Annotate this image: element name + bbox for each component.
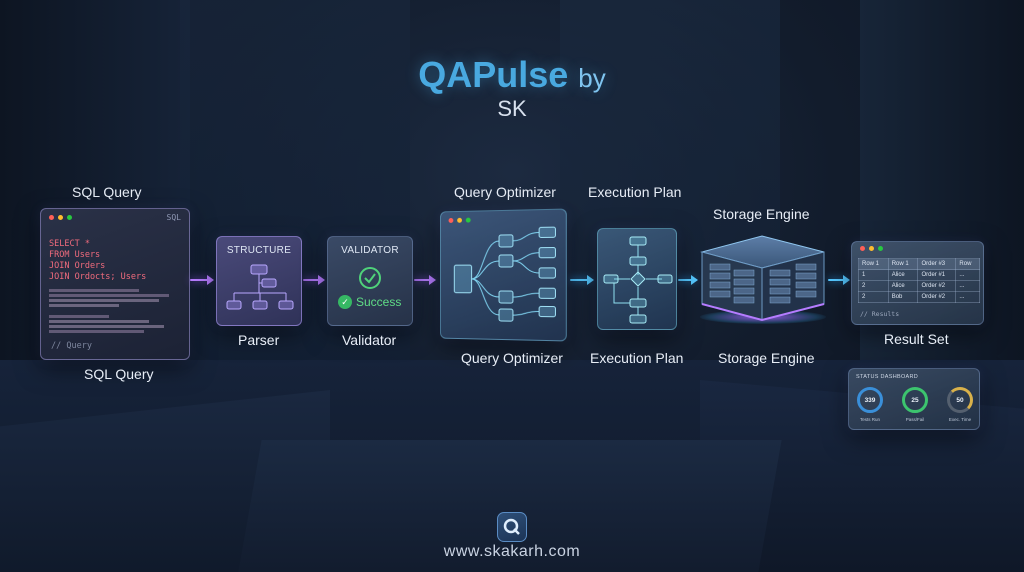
gauge-label: Exec. Time: [940, 417, 980, 422]
maximize-dot-icon: [878, 246, 883, 251]
sql-comment: // Query: [51, 341, 92, 351]
validator-label: Validator: [342, 332, 396, 348]
qapulse-logo-icon: [497, 512, 527, 542]
column-header: Order #3: [918, 259, 956, 270]
window-controls: [860, 246, 883, 251]
website-link[interactable]: www.skakarh.com: [0, 543, 1024, 561]
sql-query-window: SQL SELECT * FROM Users JOIN Orders JOIN…: [40, 208, 190, 360]
success-status: ✓ Success: [338, 295, 401, 309]
result-set-window: Row 1 Row 1 Order #3 Row 1 Alice Order #…: [851, 241, 984, 325]
pass-fail-gauge: 25: [902, 387, 928, 413]
close-dot-icon: [49, 215, 54, 220]
sql-code: SELECT * FROM Users JOIN Orders JOIN Ord…: [49, 239, 146, 283]
tree-diagram-icon: [217, 237, 303, 327]
close-dot-icon: [860, 246, 865, 251]
query-optimizer-panel: [440, 209, 567, 342]
status-dashboard-title: STATUS DASHBOARD: [856, 374, 918, 380]
validator-card: VALIDATOR ✓ Success: [327, 236, 413, 326]
minimize-dot-icon: [869, 246, 874, 251]
sql-query-top-label: SQL Query: [72, 184, 142, 200]
parser-card: STRUCTURE: [216, 236, 302, 326]
table-row: 2 Alice Order #2 ...: [859, 281, 980, 292]
column-header: Row 1: [888, 259, 918, 270]
check-icon: ✓: [338, 295, 352, 309]
window-controls: [49, 215, 72, 220]
arrow-right-icon: [678, 279, 696, 281]
optimizer-bottom-label: Query Optimizer: [461, 350, 563, 366]
result-table: Row 1 Row 1 Order #3 Row 1 Alice Order #…: [858, 258, 980, 303]
storage-engine-bottom-label: Storage Engine: [718, 350, 815, 366]
flowchart-icon: [598, 229, 678, 331]
table-row: 1 Alice Order #1 ...: [859, 270, 980, 281]
arrow-right-icon: [828, 279, 848, 281]
code-line: SELECT *: [49, 239, 146, 250]
arrow-right-icon: [190, 279, 212, 281]
gauge-value: 339: [865, 397, 876, 404]
arrow-right-icon: [303, 279, 323, 281]
table-cell: ...: [956, 281, 980, 292]
arrow-right-icon: [414, 279, 434, 281]
blurred-code-block: [49, 313, 164, 335]
table-cell: Alice: [888, 270, 918, 281]
result-set-label: Result Set: [884, 331, 949, 347]
sql-query-bottom-label: SQL Query: [84, 366, 154, 382]
minimize-dot-icon: [58, 215, 63, 220]
table-cell: Order #1: [918, 270, 956, 281]
table-cell: Bob: [888, 292, 918, 303]
gauge-label: Tests Run: [850, 417, 890, 422]
optimizer-top-label: Query Optimizer: [454, 184, 556, 200]
maximize-dot-icon: [67, 215, 72, 220]
magnifier-q-icon: [501, 516, 523, 538]
table-cell: ...: [956, 270, 980, 281]
page-title: QAPulse by: [0, 54, 1024, 96]
title-by: by: [578, 63, 605, 93]
parser-label: Parser: [238, 332, 279, 348]
blurred-code-block: [49, 287, 169, 309]
storage-engine-top-label: Storage Engine: [713, 206, 810, 222]
gauge-value: 25: [911, 397, 918, 404]
table-header-row: Row 1 Row 1 Order #3 Row: [859, 259, 980, 270]
status-dashboard: STATUS DASHBOARD 339 Tests Run 25 Pass/F…: [848, 368, 980, 430]
gauge-value: 50: [956, 397, 963, 404]
exec-time-gauge: 50: [947, 387, 973, 413]
sql-tag: SQL: [167, 213, 181, 222]
table-cell: Alice: [888, 281, 918, 292]
execution-plan-bottom-label: Execution Plan: [590, 350, 683, 366]
code-line: JOIN Ordocts; Users: [49, 272, 146, 283]
gauge-label: Pass/Fail: [895, 417, 935, 422]
tests-run-gauge: 339: [857, 387, 883, 413]
server-rack-icon: [698, 232, 828, 324]
code-line: JOIN Orders: [49, 261, 146, 272]
table-cell: 2: [859, 281, 889, 292]
execution-plan-top-label: Execution Plan: [588, 184, 681, 200]
table-cell: 1: [859, 270, 889, 281]
optimizer-flow-icon: [441, 210, 568, 343]
table-row: 2 Bob Order #2 ...: [859, 292, 980, 303]
page-subtitle: SK: [0, 96, 1024, 122]
execution-plan-panel: [597, 228, 677, 330]
checkmark-circle-icon: [359, 267, 381, 289]
column-header: Row 1: [859, 259, 889, 270]
table-cell: ...: [956, 292, 980, 303]
table-cell: Order #2: [918, 281, 956, 292]
result-comment: // Results: [860, 310, 899, 318]
validator-header: VALIDATOR: [328, 245, 412, 256]
column-header: Row: [956, 259, 980, 270]
code-line: FROM Users: [49, 250, 146, 261]
brand-name: QAPulse: [418, 54, 568, 95]
table-cell: Order #2: [918, 292, 956, 303]
table-cell: 2: [859, 292, 889, 303]
success-text: Success: [356, 295, 401, 309]
arrow-right-icon: [570, 279, 592, 281]
